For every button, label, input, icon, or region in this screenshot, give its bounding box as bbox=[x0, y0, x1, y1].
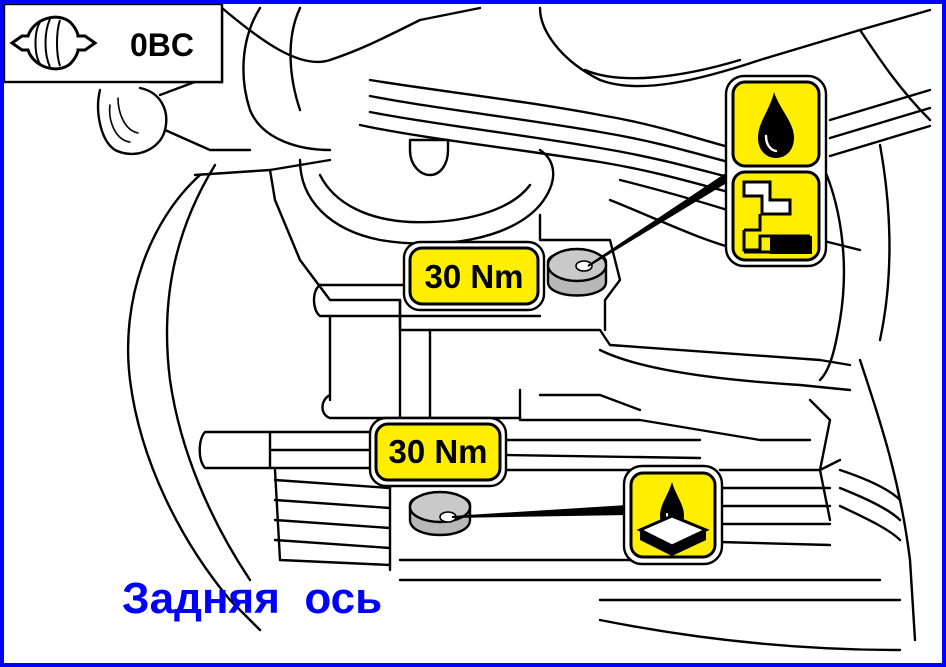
upper-icon-stack bbox=[724, 74, 828, 268]
lower-plug bbox=[408, 490, 629, 537]
upper-leader-line bbox=[587, 166, 740, 267]
torque-label-upper: 30 Nm bbox=[402, 240, 546, 312]
caption-rear-axle: Задняя ось bbox=[122, 574, 382, 623]
torque-value-upper: 30 Nm bbox=[424, 258, 523, 295]
gearbox-code: 0BC bbox=[130, 27, 194, 63]
oil-fill-level-icon bbox=[731, 170, 821, 262]
lower-leader-line bbox=[451, 504, 629, 518]
oil-drop-icon bbox=[731, 80, 821, 168]
axle-line-art bbox=[96, 6, 932, 652]
oil-drain-icon bbox=[622, 464, 724, 566]
gearbox-code-box: 0BC bbox=[2, 2, 224, 84]
upper-plug bbox=[546, 166, 740, 297]
torque-value-lower: 30 Nm bbox=[388, 433, 487, 470]
gearbox-flange-icon bbox=[9, 15, 98, 71]
torque-label-lower: 30 Nm bbox=[368, 416, 508, 488]
